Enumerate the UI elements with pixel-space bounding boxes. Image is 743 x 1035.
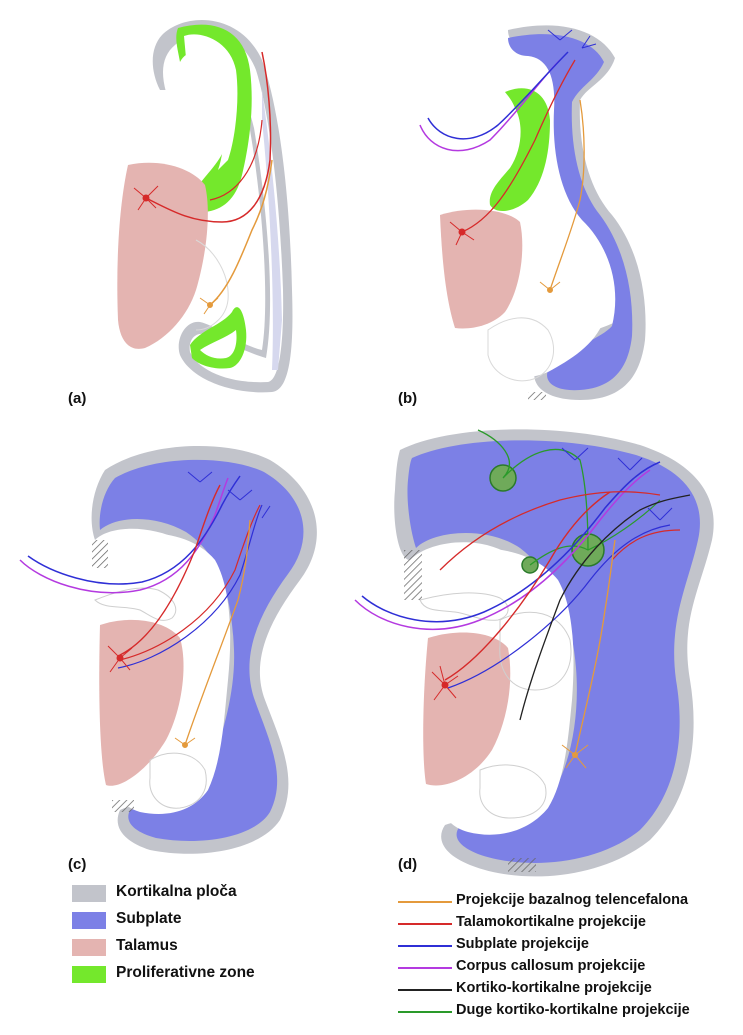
panel-label-d: (d) xyxy=(398,856,417,873)
legend-item-long-cortico-cortical: Duge kortiko-kortikalne projekcije xyxy=(398,1002,743,1024)
panel-c-diagram xyxy=(20,446,317,854)
panel-d-hatch-upper xyxy=(404,550,422,600)
legend-label: Talamokortikalne projekcije xyxy=(456,914,646,930)
basal-projection-swatch xyxy=(398,901,452,903)
legend-projections: Projekcije bazalnog telencefalona Talamo… xyxy=(398,892,743,1024)
legend-label: Projekcije bazalnog telencefalona xyxy=(456,892,688,908)
panel-a-proliferative-zone-upper-fill xyxy=(184,34,237,170)
legend-item-basal-telencephalon: Projekcije bazalnog telencefalona xyxy=(398,892,743,914)
panel-label-b: (b) xyxy=(398,390,417,407)
panel-d-diagram xyxy=(355,429,714,876)
legend-item-corpus-callosum: Corpus callosum projekcije xyxy=(398,958,743,980)
legend-label: Corpus callosum projekcije xyxy=(456,958,645,974)
proliferative-zones-swatch xyxy=(72,966,106,983)
subplate-swatch xyxy=(72,912,106,929)
long-cortico-cortical-swatch xyxy=(398,1011,452,1013)
subplate-projection-swatch xyxy=(398,945,452,947)
legend-label: Proliferativne zone xyxy=(116,964,255,982)
panel-a-thalamus xyxy=(117,163,208,349)
legend-item-subplate: Subplate xyxy=(72,909,332,936)
legend-item-thalamocortical: Talamokortikalne projekcije xyxy=(398,914,743,936)
legend-label: Duge kortiko-kortikalne projekcije xyxy=(456,1002,690,1018)
panel-a-diagram xyxy=(117,20,292,392)
legend-regions: Kortikalna ploča Subplate Talamus Prolif… xyxy=(72,882,332,990)
panel-label-a: (a) xyxy=(68,390,86,407)
legend-label: Kortikalna ploča xyxy=(116,883,237,901)
panel-c-hatch-lower xyxy=(112,800,134,812)
legend-item-cortico-cortical: Kortiko-kortikalne projekcije xyxy=(398,980,743,1002)
thalamocortical-swatch xyxy=(398,923,452,925)
panel-a-proliferative-zone-lower xyxy=(190,307,246,368)
legend-label: Subplate xyxy=(116,910,181,928)
cortico-cortical-swatch xyxy=(398,989,452,991)
thalamus-swatch xyxy=(72,939,106,956)
panel-a-basal-neuron xyxy=(200,298,218,314)
legend-item-thalamus: Talamus xyxy=(72,936,332,963)
legend-label: Kortiko-kortikalne projekcije xyxy=(456,980,652,996)
panel-b-diagram xyxy=(420,25,646,400)
panel-d-hatch-lower xyxy=(508,858,536,872)
legend-label: Talamus xyxy=(116,937,178,955)
panel-b-hatch xyxy=(528,392,546,400)
legend-label: Subplate projekcije xyxy=(456,936,589,952)
legend-item-cortical-plate: Kortikalna ploča xyxy=(72,882,332,909)
callosal-swatch xyxy=(398,967,452,969)
cortical-plate-swatch xyxy=(72,885,106,902)
legend-item-proliferative-zones: Proliferativne zone xyxy=(72,963,332,990)
panel-label-c: (c) xyxy=(68,856,86,873)
panel-c-hatch-upper xyxy=(92,540,108,568)
legend-item-subplate-projections: Subplate projekcije xyxy=(398,936,743,958)
